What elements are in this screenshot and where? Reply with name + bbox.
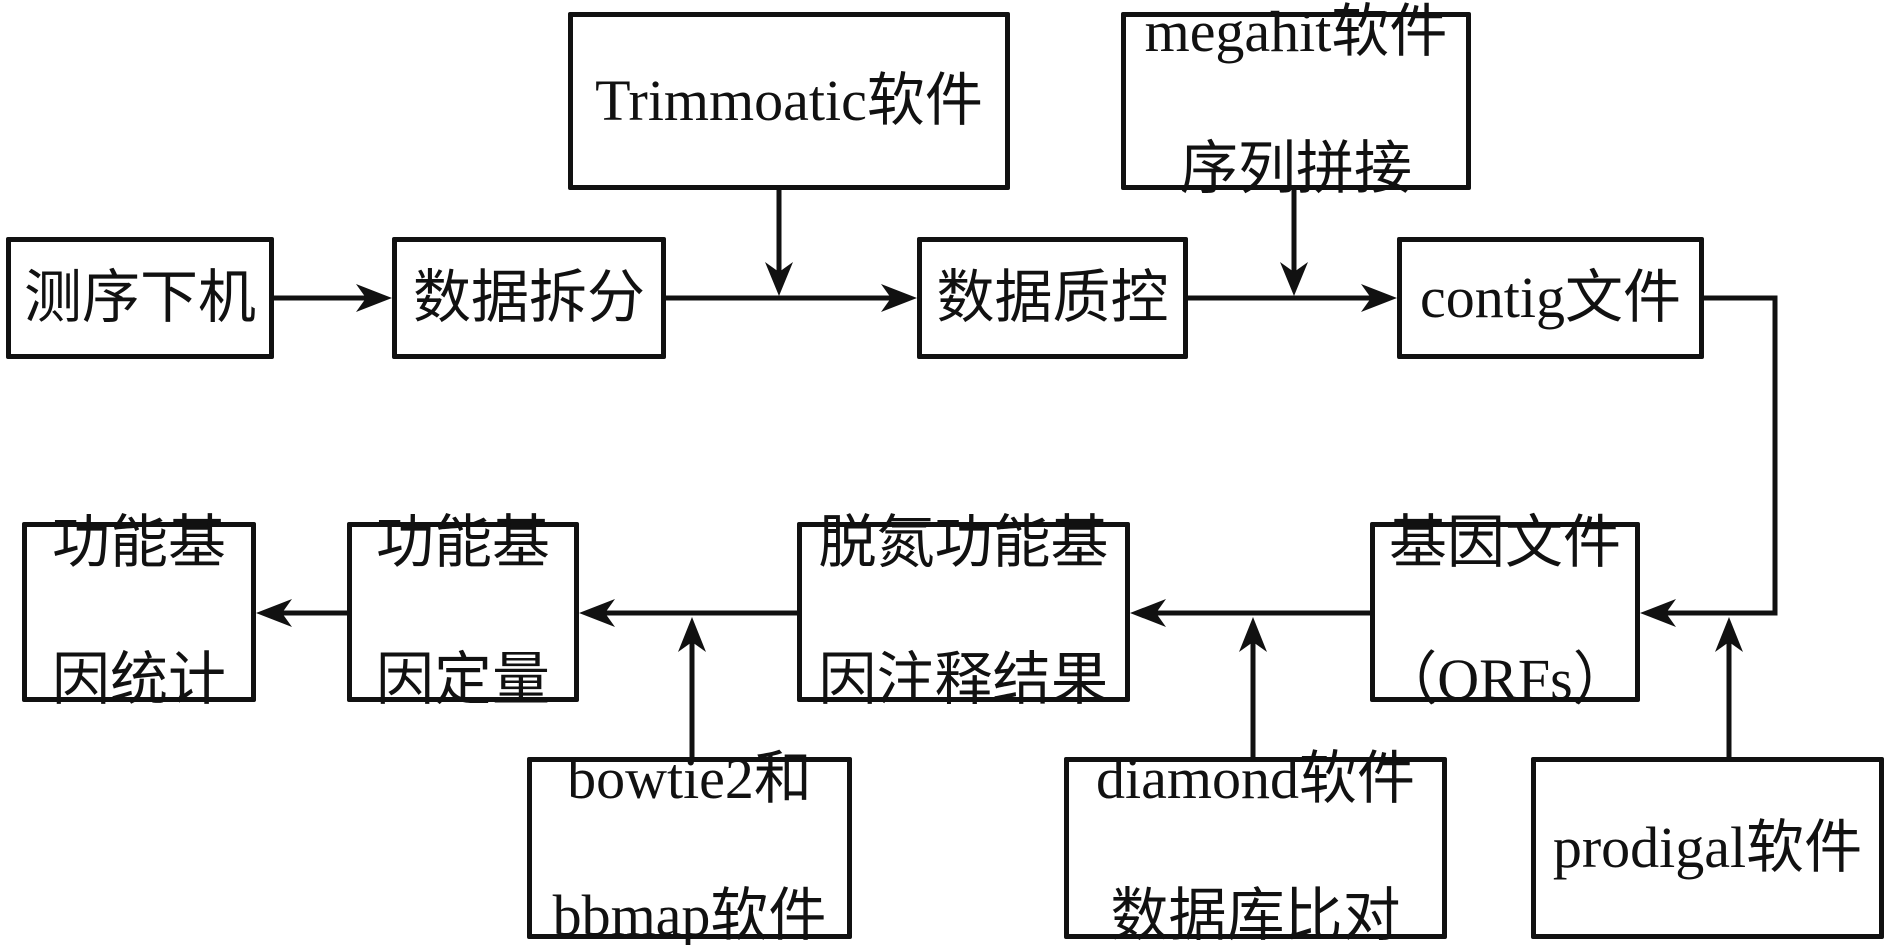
node-label: （ORFs） [1379, 647, 1631, 713]
node-quantification: 功能基 因定量 [347, 510, 579, 712]
arrowhead-to-split [356, 284, 392, 312]
arrowhead-to-annotation [1130, 599, 1166, 627]
node-label: 因定量 [375, 647, 550, 713]
arrowhead-to-quant [579, 599, 615, 627]
node-label: prodigal软件 [1552, 814, 1863, 880]
node-split: 数据拆分 [392, 237, 666, 359]
node-label: contig文件 [1420, 264, 1681, 330]
arrowhead-diamond [1239, 617, 1267, 652]
node-label: 序列拼接 [1179, 136, 1412, 202]
node-statistics: 功能基 因统计 [22, 510, 256, 712]
arrowhead-to-contig [1361, 284, 1397, 312]
node-qc: 数据质控 [917, 237, 1188, 359]
node-label: 数据质控 [936, 264, 1169, 330]
node-label: 数据库比对 [1110, 883, 1401, 945]
node-sequencing: 测序下机 [6, 237, 274, 359]
node-label: 基因文件 [1388, 510, 1621, 576]
node-label: bbmap软件 [552, 883, 827, 945]
node-label: 脱氮功能基 [818, 510, 1109, 576]
node-label: diamond软件 [1096, 746, 1415, 812]
node-label: bowtie2和 [567, 746, 812, 812]
arrowhead-bowtie [678, 617, 706, 652]
node-label: Trimmoatic软件 [595, 67, 983, 133]
arrowhead-to-stat [256, 599, 292, 627]
arrowhead-trimmomatic [765, 262, 793, 296]
node-contig: contig文件 [1397, 237, 1704, 359]
arrowhead-to-gene-file [1640, 599, 1676, 627]
node-annotation: 脱氮功能基 因注释结果 [797, 510, 1130, 712]
node-trimmomatic: Trimmoatic软件 [568, 12, 1010, 190]
arrowhead-prodigal [1715, 617, 1743, 652]
node-gene-file: 基因文件 （ORFs） [1370, 510, 1640, 712]
node-label: 因统计 [51, 647, 226, 713]
node-label: 测序下机 [23, 264, 256, 330]
node-prodigal: prodigal软件 [1531, 757, 1884, 939]
node-label: megahit软件 [1144, 0, 1448, 65]
node-label: 功能基 [51, 510, 226, 576]
node-diamond: diamond软件 数据库比对 [1064, 746, 1447, 945]
node-label: 数据拆分 [412, 264, 645, 330]
node-label: 因注释结果 [818, 647, 1109, 713]
node-bowtie: bowtie2和 bbmap软件 [527, 746, 852, 945]
node-megahit: megahit软件 序列拼接 [1121, 0, 1471, 201]
node-label: 功能基 [375, 510, 550, 576]
arrowhead-to-qc [881, 284, 917, 312]
